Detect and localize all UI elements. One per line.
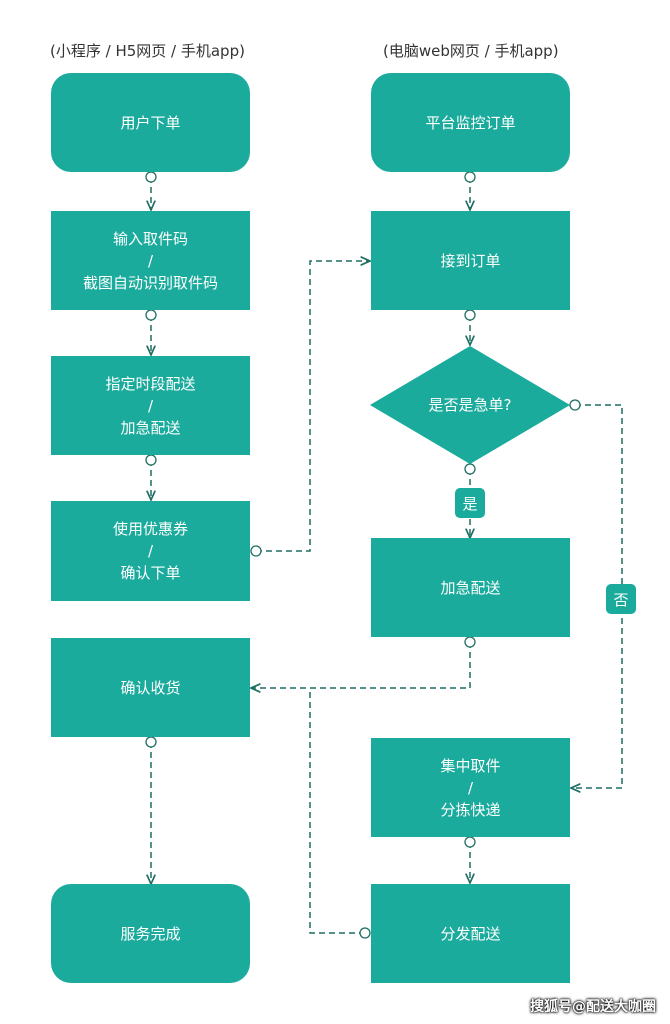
decision-label: 是否是急单? [428, 396, 512, 414]
left-column-label: (小程序 / H5网页 / 手机app) [50, 42, 245, 60]
edge-urgent-to-receipt [251, 642, 471, 688]
port-circle [145, 171, 157, 183]
edge-coupon-to-accept [256, 261, 370, 552]
node-coupon: 使用优惠券 / 确认下单 [51, 501, 250, 601]
watermark: 搜狐号@配送大咖圈 [530, 999, 656, 1015]
edge-label-no: 否 [606, 584, 636, 614]
node-service-done: 服务完成 [51, 884, 250, 983]
port-circle [250, 545, 262, 557]
port-circle [464, 309, 476, 321]
node-input-code: 输入取件码 / 截图自动识别取件码 [51, 211, 250, 310]
node-monitor: 平台监控订单 [371, 73, 570, 172]
node-accept: 接到订单 [371, 211, 570, 310]
edge-dispatch-to-receipt [309, 688, 365, 934]
node-user-order: 用户下单 [51, 73, 250, 172]
node-confirm-receipt: 确认收货 [51, 638, 250, 737]
port-circle [464, 636, 476, 648]
port-circle [145, 454, 157, 466]
port-circle [569, 399, 581, 411]
right-column-label: (电脑web网页 / 手机app) [383, 42, 559, 60]
decision-diamond [370, 346, 570, 464]
node-collect-sort: 集中取件 / 分拣快递 [371, 738, 570, 837]
edge-label-yes: 是 [455, 488, 485, 518]
port-circle [464, 463, 476, 475]
node-schedule: 指定时段配送 / 加急配送 [51, 356, 250, 455]
edge-decision-no [571, 404, 623, 788]
node-urgent-delivery: 加急配送 [371, 538, 570, 637]
port-circle [145, 309, 157, 321]
port-circle [359, 927, 371, 939]
port-circle [464, 836, 476, 848]
node-dispatch: 分发配送 [371, 884, 570, 983]
port-circle [145, 736, 157, 748]
port-circle [464, 171, 476, 183]
